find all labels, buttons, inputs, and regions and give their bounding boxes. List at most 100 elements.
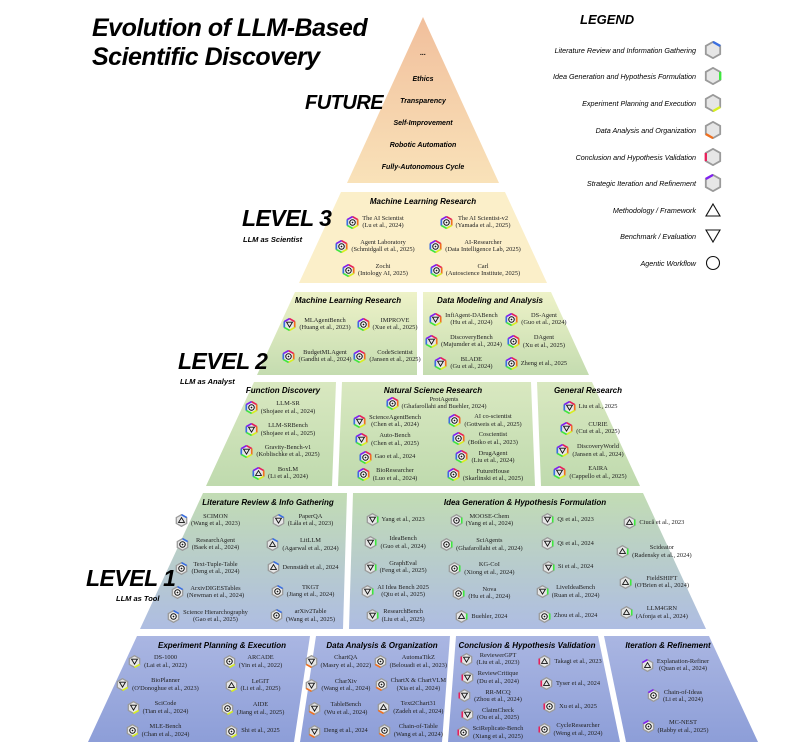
benchmark-icon [272, 513, 285, 527]
entry-text: Carl(Autoscience Institute, 2025) [446, 263, 520, 278]
l3-ml-section: The AI Scientist(Lu et al., 2024)Agent L… [325, 210, 525, 282]
entry-citation: (Agarwal et al., 2024) [282, 544, 339, 552]
paper-entry: DrugAgent(Liu et al., 2024) [455, 450, 515, 465]
entry-title: FieldSHIFT [646, 574, 678, 582]
paper-entry: FieldSHIFT(O'Brien et al., 2024) [619, 575, 689, 590]
paper-entry: DiscoveryWorld(Jansen et al., 2024) [556, 443, 624, 458]
entry-text: PaperQA(Lála et al., 2023) [288, 513, 334, 528]
column: MOOSE-Chem(Yang et al., 2024)SciAgents(G… [438, 508, 524, 628]
entry-text: Ciucă et al., 2023 [639, 519, 684, 526]
entry-citation: (Ghafarollahi et al., 2024) [456, 544, 523, 552]
l0-exp-section: DS-1000(Lai et al., 2022) BioPlanner(O'Do… [110, 650, 300, 742]
entry-citation: (Jiang et al., 2024) [286, 591, 335, 599]
entry-text: Xu et al., 2025 [559, 703, 597, 710]
agentic-workflow-icon [176, 537, 189, 551]
entry-text: Tyser et al., 2024 [556, 680, 600, 687]
agentic-workflow-icon [457, 726, 469, 740]
paper-entry: Nova(Hu et al., 2024) [452, 586, 510, 601]
paper-entry: DS-1000(Lai et al., 2022) [128, 654, 187, 669]
agentic-workflow-icon [271, 584, 283, 598]
agentic-workflow-icon [505, 357, 518, 371]
paper-entry: BioPlanner(O'Donoghue et al., 2023) [116, 677, 199, 692]
agentic-workflow-icon [429, 239, 442, 253]
benchmark-icon [460, 652, 473, 666]
l2-ml-section: MLAgentBench(Huang et al., 2023)BudgetML… [282, 308, 422, 372]
benchmark-icon [560, 421, 573, 435]
entry-text: ChartQA(Masry et al., 2022) [321, 654, 372, 669]
entry-title: Qi et al., 2024 [557, 539, 594, 547]
l2-fd-panel [206, 382, 336, 486]
entry-text: Shi et al., 2025 [241, 727, 280, 734]
l1-lit-panel [140, 493, 347, 629]
entry-text: ReviewerGPT(Liu et al., 2023) [476, 652, 519, 667]
entry-citation: (Yin et al., 2022) [238, 661, 283, 669]
benchmark-icon [305, 655, 317, 669]
entry-citation: (Schmidgall et al., 2025) [351, 246, 415, 253]
paper-entry: Text-Tuple-Table(Deng et al., 2024) [175, 561, 240, 576]
entry-citation: (Autoscience Institute, 2025) [445, 270, 521, 277]
entry-text: SCIMON(Wang et al., 2023) [191, 513, 240, 528]
entry-citation: (Data Intelligence Lab, 2025) [445, 246, 521, 253]
paper-entry: DS-Agent(Guo et al., 2024) [505, 312, 567, 327]
paper-entry: Takagi et al., 2023 [538, 654, 602, 668]
entry-title: Takagi et al., 2023 [554, 657, 602, 665]
entry-citation: (Lai et al., 2022) [144, 661, 187, 669]
entry-text: LLM4GRN(Afonja et al., 2024) [636, 605, 688, 620]
entry-citation: (Zadeh et al., 2024) [393, 707, 444, 715]
l2-dm-title: Data Modeling and Analysis [437, 296, 543, 305]
benchmark-icon [355, 433, 368, 447]
agentic-workflow-icon [537, 723, 550, 737]
entry-text: Zochi(Intology AI, 2025) [358, 263, 408, 278]
column: Explanation-Refiner(Quan et al., 2024)Ch… [620, 650, 730, 742]
entry-text: LiveIdeaBench(Ruan et al., 2024) [552, 584, 600, 599]
methodology-icon [267, 538, 279, 552]
entry-citation: (Skarlinski et al., 2025) [462, 474, 524, 482]
entry-citation: (Wu et al., 2024) [324, 708, 368, 716]
entry-citation: (Lu et al., 2024) [362, 222, 404, 229]
paper-entry: CodeScientist(Jansen et al., 2025) [353, 349, 421, 364]
legend-label: Data Analysis and Organization [595, 125, 696, 135]
future-item: Robotic Automation [389, 142, 457, 149]
methodology-icon [619, 575, 632, 589]
entry-title: CharXiv [334, 677, 357, 685]
entry-text: BudgetMLAgent(Gandhi et al., 2024) [298, 349, 351, 364]
entry-text: ClaimCheck(Ou et al., 2025) [477, 707, 519, 722]
entry-citation: (Gottweis et al., 2025) [464, 420, 522, 428]
entry-text: EAIRA(Cappello et al., 2025) [569, 465, 626, 480]
paper-entry: Auto-Bench(Chen et al., 2025) [355, 432, 419, 447]
agentic-workflow-icon [543, 699, 556, 713]
agentic-workflow-icon [452, 586, 465, 600]
paper-entry: AutomaTikZ(Belouadi et al., 2023) [374, 654, 447, 669]
entry-title: MC-NEST [668, 719, 698, 727]
l2-ml-title: Machine Learning Research [294, 296, 402, 305]
entry-title: SciAgents [476, 537, 503, 545]
column: AI co-scientist(Gottweis et al., 2025)Co… [436, 412, 534, 484]
benchmark-icon [434, 356, 447, 370]
entry-citation: (Ghafarollahi and Buehler, 2024) [401, 403, 487, 411]
agentic-workflow-icon [176, 561, 188, 575]
paper-entry: The AI Scientist-v2(Yamada et al., 2025) [440, 215, 510, 230]
entry-title: Science Hierarchography [183, 608, 248, 616]
entry-citation: (Gao et al., 2025) [193, 616, 238, 623]
benchmark-icon [305, 678, 318, 692]
entry-text: Zhou et al., 2024 [554, 612, 597, 619]
entry-title: MLAgentBench [304, 316, 346, 324]
paper-entry: GraphEval(Feng et al., 2025) [364, 560, 427, 575]
entry-text: ScienceAgentBench(Chen et al., 2024) [369, 414, 421, 429]
paper-entry: InfiAgent-DABench(Hu et al., 2024) [429, 312, 498, 327]
entry-text: DiscoveryBench(Majumder et al., 2024) [441, 334, 502, 349]
agentic-workflow-icon [223, 655, 236, 669]
hexagon-icon [704, 121, 722, 139]
entry-citation: (O'Donoghue et al., 2023) [132, 684, 199, 692]
legend-label: Idea Generation and Hypothesis Formulati… [552, 71, 696, 81]
entry-title: EAIRA [588, 465, 608, 473]
entry-text: BoxLM(Li et al., 2024) [268, 466, 308, 481]
agentic-workflow-icon [448, 562, 461, 576]
benchmark-icon [366, 512, 379, 526]
entry-title: BioResearcher [376, 467, 414, 475]
paper-entry: Liu et al., 2025 [563, 400, 617, 414]
columns: ScienceAgentBench(Chen et al., 2024) Auto… [338, 412, 534, 484]
paper-entry: CURIE(Cui et al., 2025) [560, 421, 620, 436]
